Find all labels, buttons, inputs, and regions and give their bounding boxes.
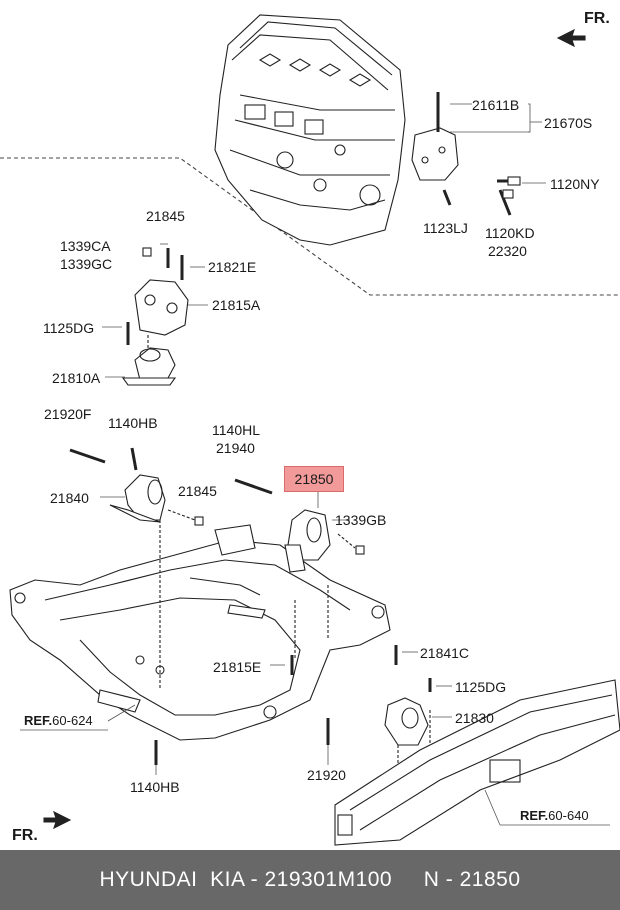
- part-label-22320[interactable]: 22320: [488, 243, 527, 259]
- front-arrow-top-icon: [556, 28, 586, 48]
- part-label-1339GC[interactable]: 1339GC: [60, 256, 113, 272]
- front-direction-label-bottom: FR.: [12, 827, 38, 844]
- reference-left-code: 60-624: [52, 713, 93, 728]
- bolt-1120NY: [497, 176, 521, 186]
- bolt-1120KD: [498, 189, 514, 216]
- part-label-21810A[interactable]: 21810A: [52, 370, 101, 386]
- front-direction-label-top: FR.: [584, 10, 610, 27]
- part-label-1140HB-lower[interactable]: 1140HB: [130, 779, 180, 795]
- part-label-1339CA[interactable]: 1339CA: [60, 238, 111, 254]
- engine-block: [214, 14, 406, 246]
- part-label-1123LJ[interactable]: 1123LJ: [423, 220, 468, 236]
- part-label-1339GB[interactable]: 1339GB: [335, 512, 387, 528]
- reference-right-prefix: REF.: [520, 808, 549, 823]
- subframe: [9, 520, 391, 741]
- part-label-21830[interactable]: 21830: [455, 710, 494, 726]
- front-arrow-bottom-icon: [43, 810, 72, 830]
- part-label-1140HB-upper[interactable]: 1140HB: [108, 415, 158, 431]
- part-label-21670S[interactable]: 21670S: [544, 115, 593, 131]
- parts-diagram: [0, 14, 620, 846]
- reference-right-code: 60-640: [548, 808, 589, 823]
- part-label-21611B[interactable]: 21611B: [472, 97, 520, 113]
- part-label-21920F[interactable]: 21920F: [44, 406, 92, 422]
- part-label-1120NY[interactable]: 1120NY: [550, 176, 600, 192]
- reference-right[interactable]: REF.60-640: [520, 808, 589, 823]
- part-label-21940[interactable]: 21940: [216, 440, 255, 456]
- part-label-21920[interactable]: 21920: [307, 767, 346, 783]
- reference-left-prefix: REF.: [24, 713, 53, 728]
- part-label-21840[interactable]: 21840: [50, 490, 89, 506]
- part-label-21815A[interactable]: 21815A: [212, 297, 261, 313]
- highlighted-part-label-21850[interactable]: 21850: [284, 466, 344, 492]
- bolt-1123LJ: [442, 189, 452, 206]
- front-side-rail: [334, 679, 620, 846]
- part-label-1125DG-lower[interactable]: 1125DG: [455, 679, 507, 695]
- part-label-21845-lower[interactable]: 21845: [178, 483, 217, 499]
- part-number-footer: HYUNDAI KIA - 219301M100 N - 21850: [0, 850, 620, 910]
- mount-21840: [109, 474, 166, 523]
- part-label-21815E[interactable]: 21815E: [213, 659, 262, 675]
- footer-text: HYUNDAI KIA - 219301M100 N - 21850: [99, 868, 521, 891]
- mount-21810A: [121, 279, 189, 386]
- mount-21850: [284, 509, 331, 573]
- bracket-21670S: [411, 92, 459, 181]
- part-label-1120KD[interactable]: 1120KD: [485, 225, 535, 241]
- mount-21830: [384, 697, 429, 746]
- part-label-1140HL[interactable]: 1140HL: [212, 422, 261, 438]
- reference-left[interactable]: REF.60-624: [24, 713, 93, 728]
- part-label-21841C[interactable]: 21841C: [420, 645, 470, 661]
- part-label-1125DG-upper[interactable]: 1125DG: [43, 320, 95, 336]
- part-label-21845-upper[interactable]: 21845: [146, 208, 185, 224]
- part-label-21821E[interactable]: 21821E: [208, 259, 257, 275]
